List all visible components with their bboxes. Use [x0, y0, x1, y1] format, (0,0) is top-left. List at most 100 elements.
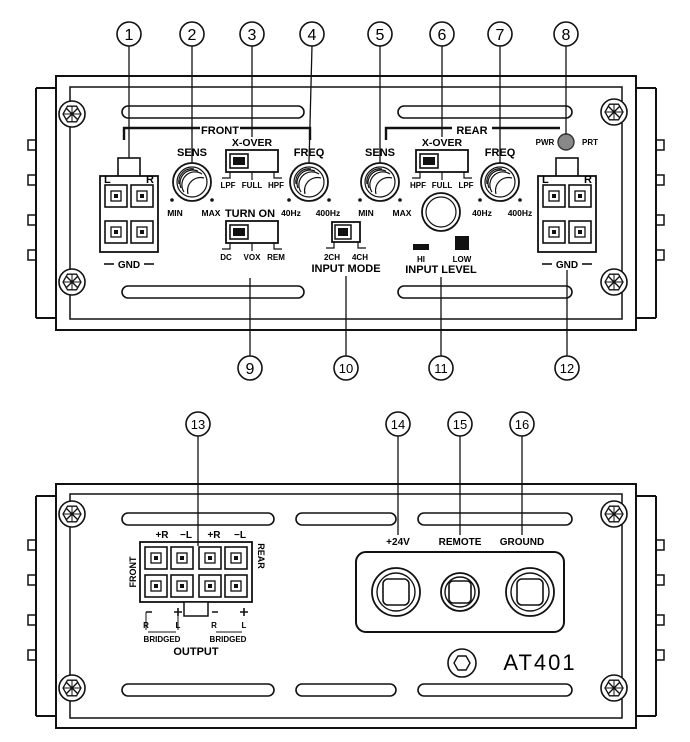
- terminal-ground[interactable]: [505, 567, 555, 617]
- screw-icon: [600, 98, 628, 126]
- front-xover-switch[interactable]: [225, 149, 279, 173]
- input-level-knob[interactable]: [421, 192, 461, 232]
- vent-slot: [121, 105, 305, 119]
- rear-freq-knob[interactable]: [480, 162, 520, 202]
- callout-11: 11: [428, 355, 454, 381]
- pin-label: −L: [180, 530, 192, 541]
- rear-xover-switch[interactable]: [415, 149, 469, 173]
- svg-text:16: 16: [515, 417, 529, 432]
- callout-5: 5: [367, 21, 393, 47]
- rear-sens-knob[interactable]: [360, 162, 400, 202]
- front-label: FRONT: [201, 125, 239, 137]
- bridged-left-r: R: [143, 621, 149, 630]
- svg-text:7: 7: [496, 27, 505, 44]
- front-xover-full: FULL: [242, 181, 263, 190]
- prt-label: PRT: [582, 138, 598, 147]
- svg-text:2: 2: [188, 27, 197, 44]
- callout-8: 8: [553, 21, 579, 47]
- svg-text:12: 12: [560, 361, 574, 376]
- callout-12: 12: [554, 355, 580, 381]
- front-r-label: R: [146, 174, 154, 186]
- front-panel: FRONT REAR L R GND SENS MIN MAX X-OVER: [27, 75, 665, 331]
- pin-label: +R: [207, 530, 221, 541]
- front-side-label: FRONT: [128, 556, 138, 587]
- front-freq-min: 40Hz: [281, 208, 301, 218]
- input-level-low-marker: [455, 236, 469, 250]
- input-level-hi: HI: [417, 255, 425, 264]
- front-gnd-label: GND: [118, 260, 140, 271]
- front-xover-hpf: HPF: [268, 181, 284, 190]
- front-sens-min: MIN: [167, 208, 183, 218]
- input-level-low: LOW: [453, 255, 472, 264]
- callout-10: 10: [333, 355, 359, 381]
- svg-text:9: 9: [246, 361, 255, 378]
- led-indicator: [557, 133, 575, 151]
- rear-freq-max: 400Hz: [508, 208, 533, 218]
- turn-on-label: TURN ON: [225, 208, 275, 220]
- speaker-output-connector[interactable]: [139, 541, 253, 617]
- front-sens-knob[interactable]: [172, 162, 212, 202]
- pin-label: +R: [155, 530, 169, 541]
- rear-l-label: L: [542, 174, 549, 186]
- callout-14: 14: [385, 411, 411, 437]
- bridged-right-r: R: [211, 621, 217, 630]
- vent-slot: [417, 512, 573, 526]
- pin-label: −L: [234, 530, 246, 541]
- svg-text:14: 14: [391, 417, 405, 432]
- terminal-plus24[interactable]: [371, 567, 421, 617]
- callout-7: 7: [487, 21, 513, 47]
- remote-label: REMOTE: [439, 537, 482, 548]
- rear-sens-max: MAX: [393, 208, 412, 218]
- front-callouts: 1 2 3 4 5 6 7 8 9 10 11 12: [116, 21, 580, 381]
- turn-on-vox: VOX: [244, 253, 262, 262]
- bridged-right-label: BRIDGED: [210, 635, 247, 644]
- vent-slot: [397, 285, 573, 299]
- rear-freq-min: 40Hz: [472, 208, 492, 218]
- front-l-label: L: [104, 174, 111, 186]
- rear-panel: +R −L +R −L FRONT REAR R L BRIDGED R L B…: [27, 483, 665, 729]
- svg-text:11: 11: [434, 361, 448, 376]
- bridged-right-l: L: [242, 621, 247, 630]
- terminal-remote[interactable]: [440, 572, 480, 612]
- callout-15: 15: [447, 411, 473, 437]
- callout-6: 6: [429, 21, 455, 47]
- rear-xover-label: X-OVER: [422, 137, 463, 149]
- screw-icon: [58, 268, 86, 296]
- turn-on-dc: DC: [220, 253, 232, 262]
- plus24-label: +24V: [386, 537, 410, 548]
- rear-side-label: REAR: [256, 543, 266, 569]
- front-freq-knob[interactable]: [289, 162, 329, 202]
- model-name: AT401: [503, 650, 576, 675]
- vent-slot: [295, 512, 397, 526]
- rear-input-connector[interactable]: [537, 157, 597, 253]
- input-mode-switch[interactable]: [331, 221, 361, 243]
- pwr-label: PWR: [536, 138, 555, 147]
- rear-callouts: 13 14 15 16: [185, 411, 535, 546]
- screw-icon: [58, 674, 86, 702]
- rear-sens-min: MIN: [358, 208, 374, 218]
- svg-text:13: 13: [191, 417, 205, 432]
- bridged-left-label: BRIDGED: [144, 635, 181, 644]
- screw-icon: [58, 500, 86, 528]
- input-mode-label: INPUT MODE: [311, 263, 380, 275]
- svg-text:5: 5: [376, 27, 385, 44]
- vent-slot: [121, 285, 305, 299]
- input-level-hi-marker: [413, 244, 429, 250]
- svg-text:3: 3: [248, 27, 257, 44]
- turn-on-rem: REM: [267, 253, 285, 262]
- rear-xover-hpf: HPF: [410, 181, 426, 190]
- screw-icon: [600, 500, 628, 528]
- front-input-connector[interactable]: [99, 157, 159, 253]
- rear-r-label: R: [584, 174, 592, 186]
- svg-text:8: 8: [562, 27, 571, 44]
- svg-text:1: 1: [125, 27, 134, 44]
- callout-13: 13: [185, 411, 211, 437]
- turn-on-switch[interactable]: [225, 220, 279, 244]
- screw-icon: [600, 674, 628, 702]
- rear-gnd-label: GND: [556, 260, 578, 271]
- vent-slot: [121, 683, 275, 697]
- front-freq-max: 400Hz: [316, 208, 341, 218]
- svg-text:15: 15: [453, 417, 467, 432]
- rear-xover-full: FULL: [432, 181, 453, 190]
